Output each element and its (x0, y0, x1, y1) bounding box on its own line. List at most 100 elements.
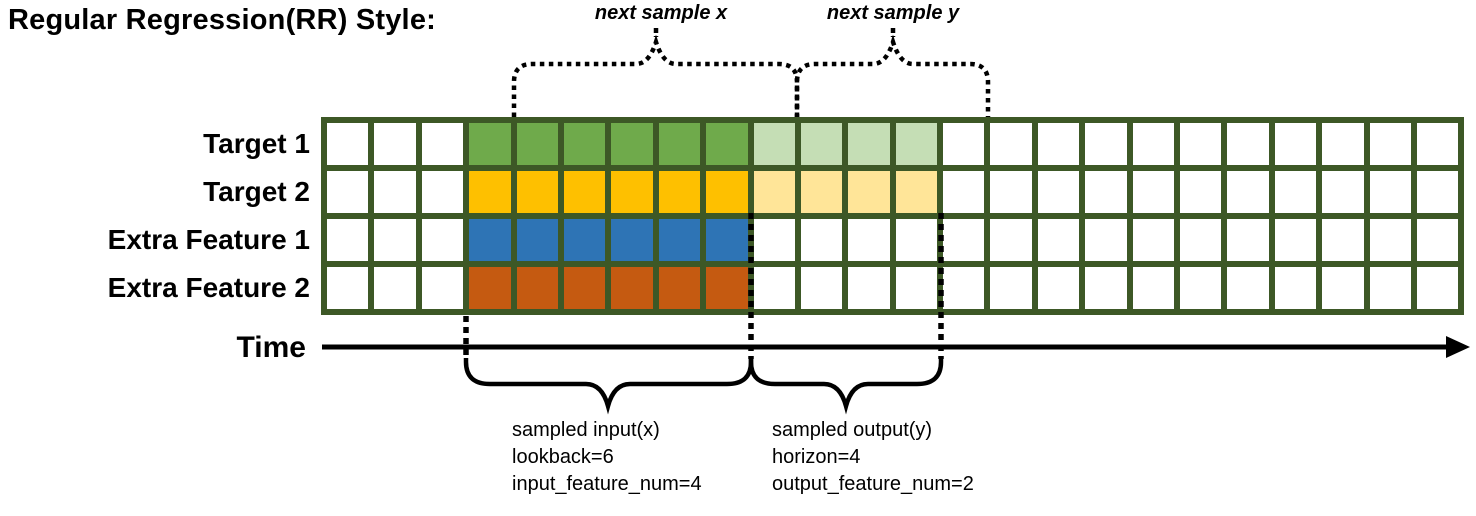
grid-cell (658, 123, 701, 165)
grid-cell (706, 219, 748, 261)
grid-cell (374, 123, 416, 165)
grid-cell (895, 219, 938, 261)
grid-cell (611, 267, 653, 309)
sampled-output-brace (748, 358, 944, 415)
grid-cell (1274, 267, 1317, 309)
grid-cell (800, 171, 843, 213)
grid-cell (895, 123, 938, 165)
row-label-target-2: Target 2 (203, 176, 310, 207)
grid-cell (563, 267, 606, 309)
grid-cell (421, 267, 464, 309)
grid-cell (1085, 123, 1127, 165)
grid-cell (469, 267, 511, 309)
grid-cell (611, 219, 653, 261)
grid-cell (1132, 267, 1175, 309)
grid-cell (374, 267, 416, 309)
grid-cell (1037, 171, 1080, 213)
sampled-input-note: sampled input(x) lookback=6 input_featur… (512, 417, 702, 498)
grid-cell (706, 171, 748, 213)
grid-cell (1132, 123, 1175, 165)
grid-cell (753, 219, 795, 261)
grid-cell (1085, 171, 1127, 213)
grid-cell (611, 171, 653, 213)
grid-cell (943, 267, 985, 309)
grid-cell (1416, 123, 1459, 165)
grid-cell (895, 267, 938, 309)
grid-cell (658, 219, 701, 261)
grid-cell (327, 267, 369, 309)
grid-cell (469, 171, 511, 213)
grid-cell (1274, 123, 1317, 165)
grid-cell (1274, 219, 1317, 261)
grid-cell (611, 123, 653, 165)
grid-cell (1416, 171, 1459, 213)
grid-cell (1369, 171, 1411, 213)
grid-cell (469, 219, 511, 261)
grid-cell (753, 171, 795, 213)
next-sample-y-brace (794, 34, 991, 117)
grid-cell (1085, 219, 1127, 261)
grid-cell (421, 123, 464, 165)
grid-cell (563, 171, 606, 213)
grid-cell (753, 123, 795, 165)
grid-cell (658, 171, 701, 213)
sampled-input-brace (463, 358, 754, 415)
next-sample-x-brace (511, 34, 800, 117)
sampled-output-line2: horizon=4 (772, 446, 861, 468)
grid-cell (800, 123, 843, 165)
grid-cell (1322, 219, 1364, 261)
diagram-title: Regular Regression(RR) Style: (8, 4, 436, 36)
grid-cell (327, 219, 369, 261)
grid-cell (1180, 219, 1222, 261)
grid-cell (1227, 171, 1269, 213)
grid-cell (1180, 123, 1222, 165)
grid-cell (1416, 219, 1459, 261)
row-label-target-1: Target 1 (203, 128, 310, 159)
grid-cell (1085, 267, 1127, 309)
grid-cell (1037, 219, 1080, 261)
sampled-output-note: sampled output(y) horizon=4 output_featu… (772, 417, 974, 498)
grid-cell (990, 219, 1032, 261)
sampled-output-line3: output_feature_num=2 (772, 473, 974, 495)
grid-cell (516, 219, 558, 261)
sampled-output-line1: sampled output(y) (772, 419, 933, 441)
grid-cell (1322, 267, 1364, 309)
grid-cell (469, 123, 511, 165)
grid-cell (1180, 267, 1222, 309)
grid-cell (943, 123, 985, 165)
grid-cell (990, 171, 1032, 213)
grid-cell (1132, 171, 1175, 213)
grid-cell (1369, 267, 1411, 309)
grid-cell (421, 219, 464, 261)
grid-cell (706, 267, 748, 309)
row-label-extra-feature-1: Extra Feature 1 (107, 224, 310, 255)
grid-cell (895, 171, 938, 213)
grid-cell (327, 171, 369, 213)
grid-cell (374, 219, 416, 261)
grid-cell (706, 123, 748, 165)
grid-cell (1180, 171, 1222, 213)
grid-cell (990, 267, 1032, 309)
time-axis-arrowhead (1446, 336, 1470, 358)
grid-cell (1132, 219, 1175, 261)
grid-cell (1369, 219, 1411, 261)
grid-cell (848, 171, 890, 213)
grid-cell (848, 267, 890, 309)
grid-cell (1227, 267, 1269, 309)
grid-cell (848, 123, 890, 165)
grid-cell (800, 267, 843, 309)
row-label-extra-feature-2: Extra Feature 2 (107, 272, 310, 303)
grid-cell (516, 123, 558, 165)
time-axis-label: Time (236, 331, 306, 364)
grid-cell (421, 171, 464, 213)
grid-cell (658, 267, 701, 309)
grid-cell (753, 267, 795, 309)
grid-cell (374, 171, 416, 213)
next-sample-y-label: next sample y (826, 2, 960, 24)
grid-cell (327, 123, 369, 165)
grid-cell (516, 267, 558, 309)
grid-cell (848, 219, 890, 261)
grid-cell (1322, 123, 1364, 165)
grid-cell (990, 123, 1032, 165)
